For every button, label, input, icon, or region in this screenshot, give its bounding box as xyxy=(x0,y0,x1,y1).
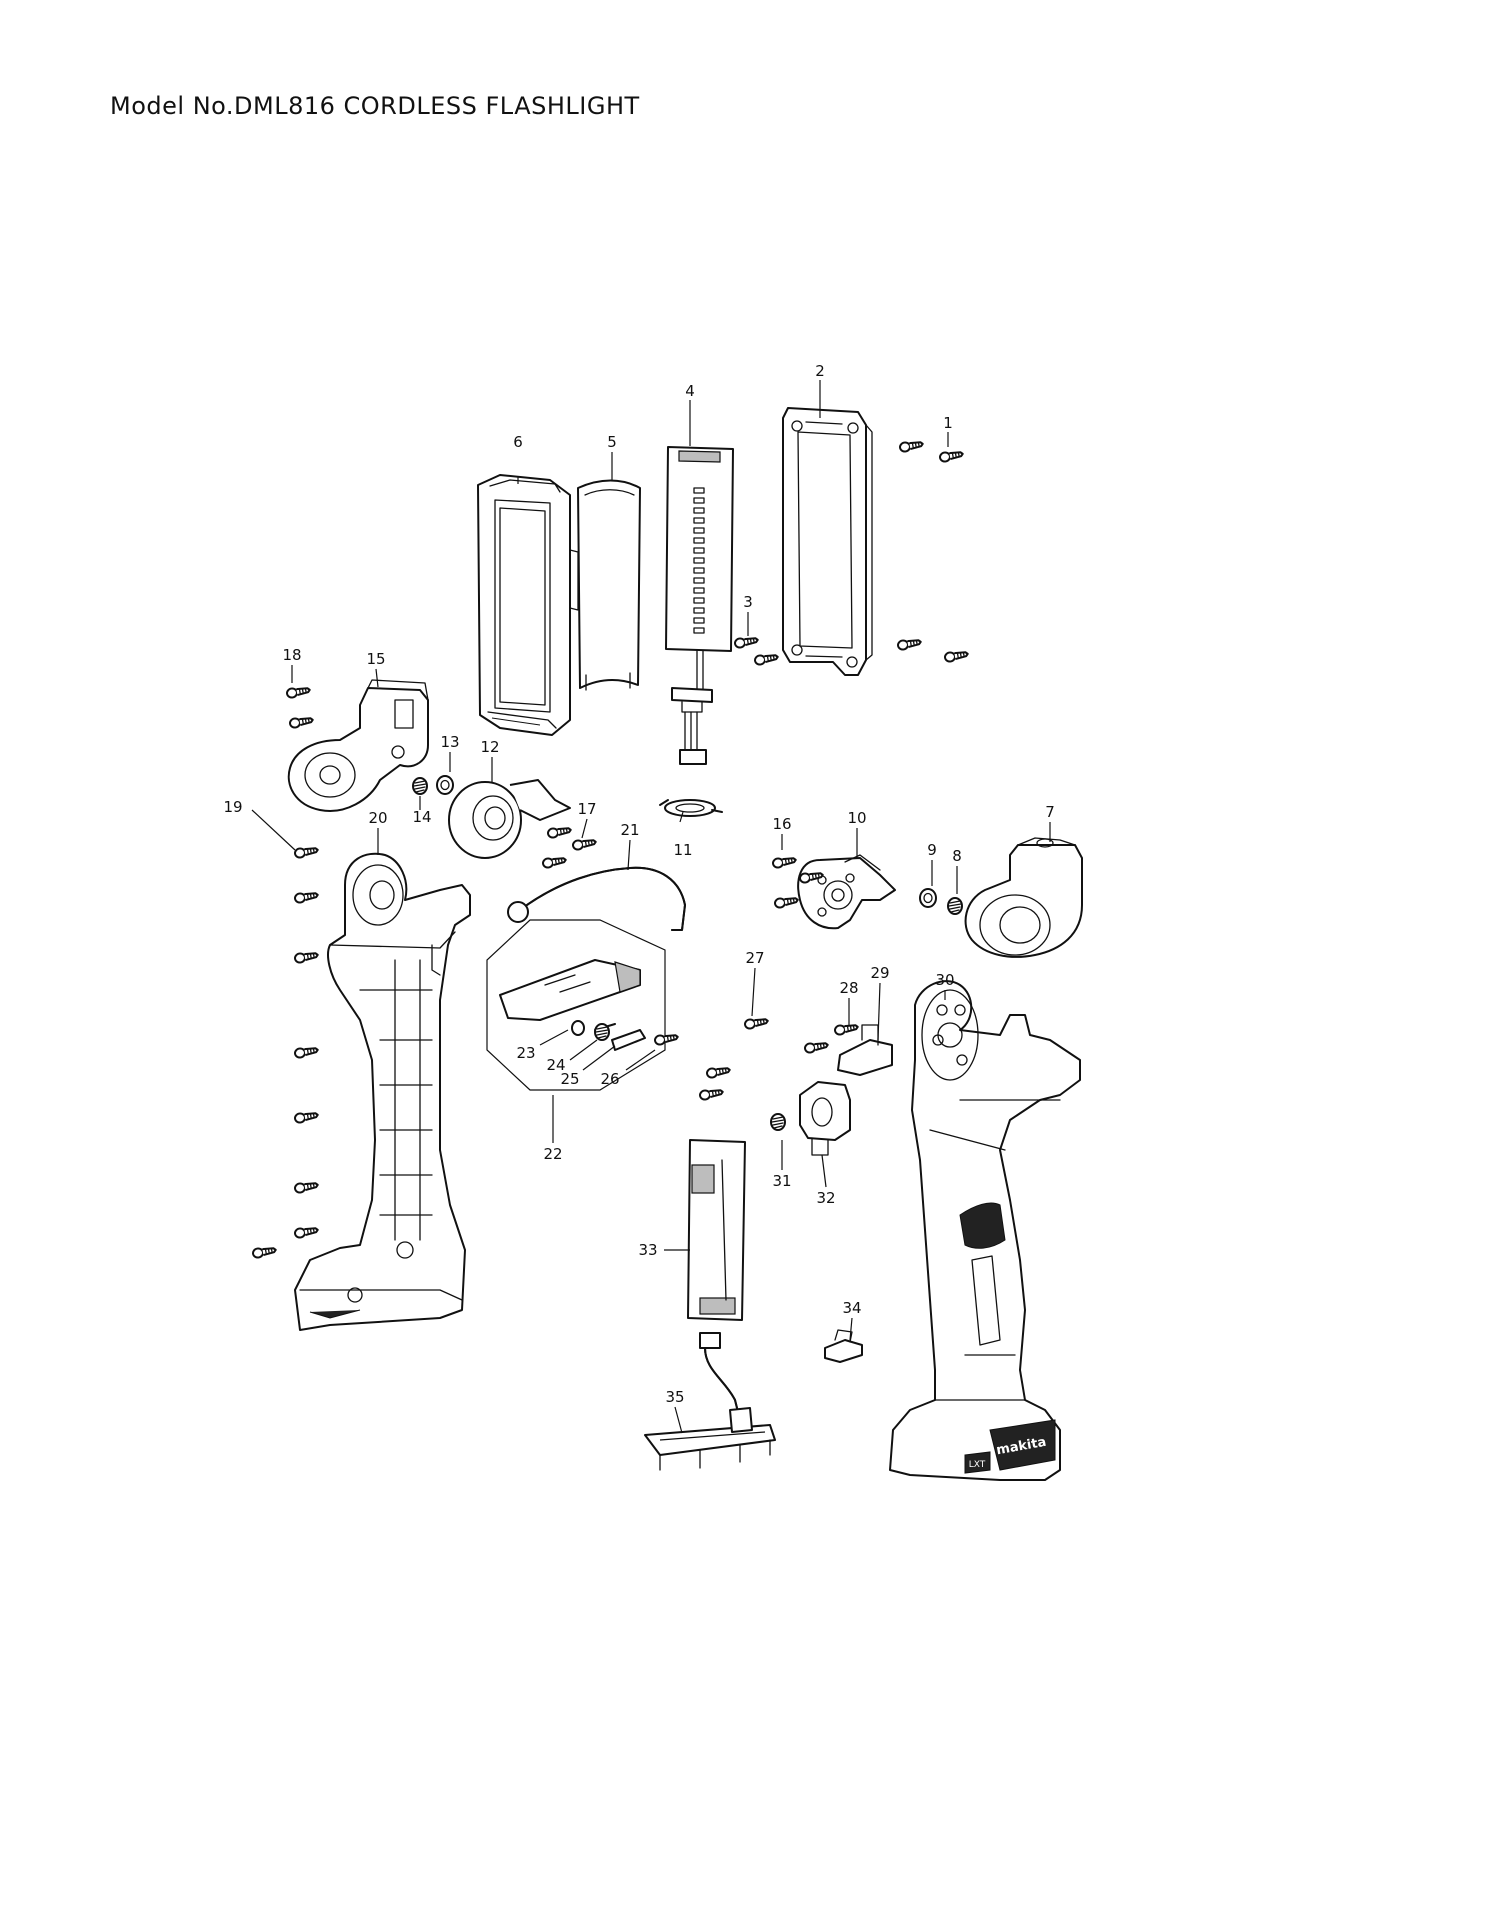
part-24-spring xyxy=(594,1023,610,1041)
callout-6: 6 xyxy=(513,433,523,451)
callout-4: 4 xyxy=(685,382,695,400)
page-title: Model No.DML816 CORDLESS FLASHLIGHT xyxy=(110,92,640,120)
callout-5: 5 xyxy=(607,433,617,451)
part-11-ring-clip xyxy=(659,799,723,817)
callout-26: 26 xyxy=(600,1070,619,1088)
part-2-housing-frame xyxy=(782,407,873,676)
callout-17: 17 xyxy=(577,800,596,818)
leader-lines xyxy=(251,380,1051,1434)
part-29-switch-lever xyxy=(837,1024,893,1076)
callout-29: 29 xyxy=(870,964,889,982)
callout-12: 12 xyxy=(480,738,499,756)
part-7-right-head-cap xyxy=(964,837,1083,958)
part-27-screws xyxy=(698,1015,770,1102)
callout-35: 35 xyxy=(665,1388,684,1406)
part-22-switch-assembly xyxy=(486,919,680,1091)
part-9-nut xyxy=(919,888,937,908)
callout-3: 3 xyxy=(743,593,753,611)
callout-2: 2 xyxy=(815,362,825,380)
part-32-switch xyxy=(799,1081,851,1156)
part-12-hinge-disc xyxy=(448,779,571,859)
part-10-right-hinge-plate xyxy=(797,854,896,930)
part-5-lens-cover xyxy=(577,479,641,691)
callout-24: 24 xyxy=(546,1056,565,1074)
callout-30: 30 xyxy=(935,971,954,989)
callout-7: 7 xyxy=(1045,803,1055,821)
part-17-screws xyxy=(541,824,598,870)
part-18-screws xyxy=(285,684,315,730)
part-20-left-housing xyxy=(294,852,471,1331)
part-21-flexible-cord xyxy=(507,866,686,931)
part-28-screws xyxy=(803,1021,860,1055)
part-6-front-bezel xyxy=(477,474,579,736)
callout-8: 8 xyxy=(952,847,962,865)
callout-21: 21 xyxy=(620,821,639,839)
callout-13: 13 xyxy=(440,733,459,751)
callout-34: 34 xyxy=(842,1299,861,1317)
callout-19: 19 xyxy=(223,798,242,816)
part-30-right-housing: makita LXT xyxy=(889,980,1081,1481)
callout-11: 11 xyxy=(673,841,692,859)
callout-18: 18 xyxy=(282,646,301,664)
callout-32: 32 xyxy=(816,1189,835,1207)
callout-31: 31 xyxy=(772,1172,791,1190)
part-3-screws xyxy=(733,634,780,667)
part-19-screws xyxy=(251,844,320,1260)
callout-numbers: 1 2 3 4 5 6 7 8 9 10 11 12 13 14 15 16 1… xyxy=(223,362,1054,1406)
part-4-led-board xyxy=(665,446,734,765)
callout-9: 9 xyxy=(927,841,937,859)
callout-28: 28 xyxy=(839,979,858,997)
callout-25: 25 xyxy=(560,1070,579,1088)
callout-20: 20 xyxy=(368,809,387,827)
part-13-nut xyxy=(436,775,454,795)
part-31-spring xyxy=(770,1113,786,1131)
callout-27: 27 xyxy=(745,949,764,967)
battery-badge: LXT xyxy=(969,1460,986,1470)
callout-14: 14 xyxy=(412,808,431,826)
callout-1: 1 xyxy=(943,414,953,432)
part-14-spring xyxy=(412,777,428,795)
callout-22: 22 xyxy=(543,1145,562,1163)
part-33-controller-board xyxy=(687,1139,746,1321)
part-35-battery-terminal xyxy=(644,1332,776,1471)
part-34-clip xyxy=(824,1329,863,1363)
callout-33: 33 xyxy=(638,1241,657,1259)
part-15-head-cap xyxy=(287,679,429,812)
part-8-spring xyxy=(947,897,963,915)
callout-15: 15 xyxy=(366,650,385,668)
part-1-screws xyxy=(896,438,970,664)
callout-10: 10 xyxy=(847,809,866,827)
callout-16: 16 xyxy=(772,815,791,833)
callout-23: 23 xyxy=(516,1044,535,1062)
